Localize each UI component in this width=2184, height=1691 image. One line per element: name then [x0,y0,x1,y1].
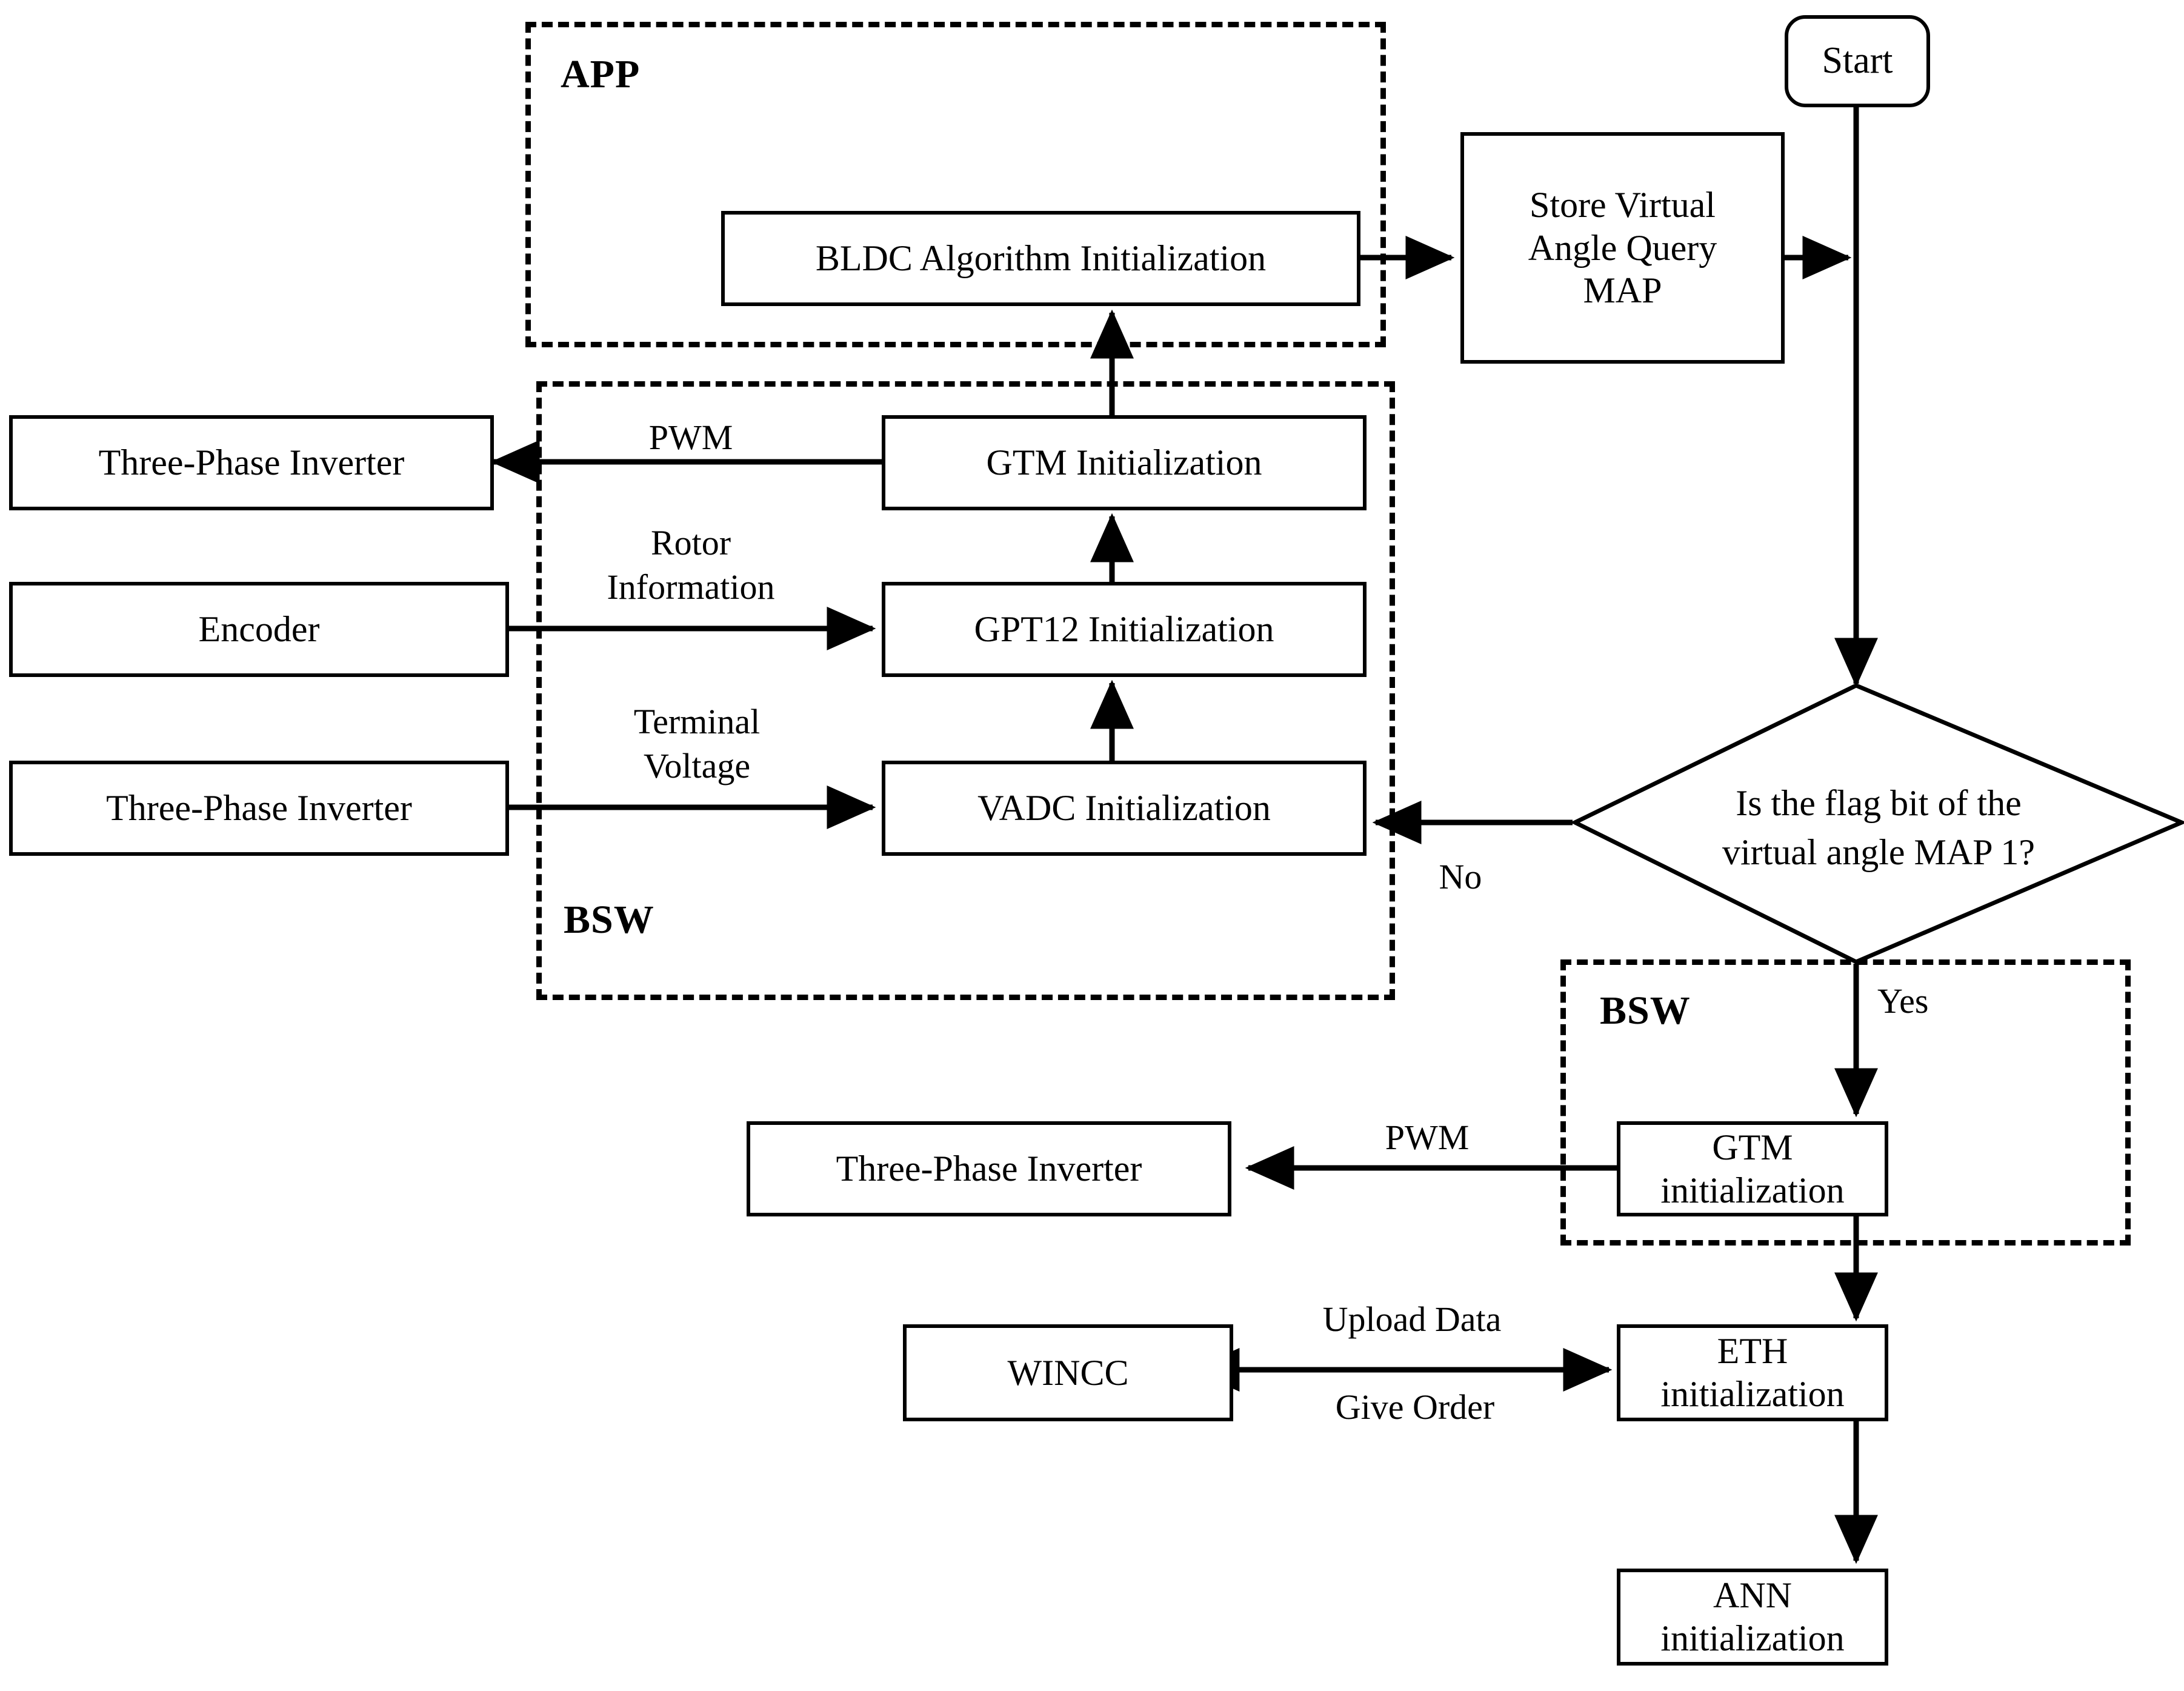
group-frame-app [525,22,1386,347]
node-vadc-initialization[interactable]: VADC Initialization [882,761,1367,856]
node-gtm-initialization-low[interactable]: GTM initialization [1617,1121,1888,1216]
node-three-phase-inverter-low[interactable]: Three-Phase Inverter [747,1121,1231,1216]
edge-label-rotor-information: Rotor Information [607,523,775,607]
edge-label-pwm-low: PWM [1385,1118,1470,1157]
node-eth-initialization[interactable]: ETH initialization [1617,1324,1888,1421]
node-bldc-algorithm-initialization[interactable]: BLDC Algorithm Initialization [721,211,1360,306]
node-start[interactable]: Start [1785,15,1930,107]
group-label-bsw-upper: BSW [564,898,654,942]
node-gtm-initialization[interactable]: GTM Initialization [882,415,1367,510]
edge-label-upload-data: Upload Data [1322,1299,1502,1339]
node-decision-label: Is the flag bit of the virtual angle MAP… [1722,783,2035,872]
node-store-virtual-angle-query-map[interactable]: Store Virtual Angle Query MAP [1460,132,1785,364]
group-label-bsw-lower: BSW [1600,989,1691,1033]
group-label-app: APP [561,52,641,96]
node-ann-initialization[interactable]: ANN initialization [1617,1569,1888,1666]
edge-label-branch-yes: Yes [1877,981,1929,1021]
edge-label-branch-no: No [1439,857,1482,896]
edge-label-give-order: Give Order [1335,1387,1495,1427]
node-three-phase-inverter-top[interactable]: Three-Phase Inverter [9,415,494,510]
node-decision-virtual-angle-map-flag[interactable] [1573,684,2184,964]
node-three-phase-inverter-mid[interactable]: Three-Phase Inverter [9,761,509,856]
node-gpt12-initialization[interactable]: GPT12 Initialization [882,582,1367,677]
group-frame-bsw-lower [1560,959,2131,1246]
node-encoder[interactable]: Encoder [9,582,509,677]
group-frame-bsw-upper [536,381,1395,1000]
edge-label-terminal-voltage: Terminal Voltage [633,702,761,785]
edge-label-pwm-top: PWM [648,418,733,457]
node-wincc[interactable]: WINCC [903,1324,1233,1421]
